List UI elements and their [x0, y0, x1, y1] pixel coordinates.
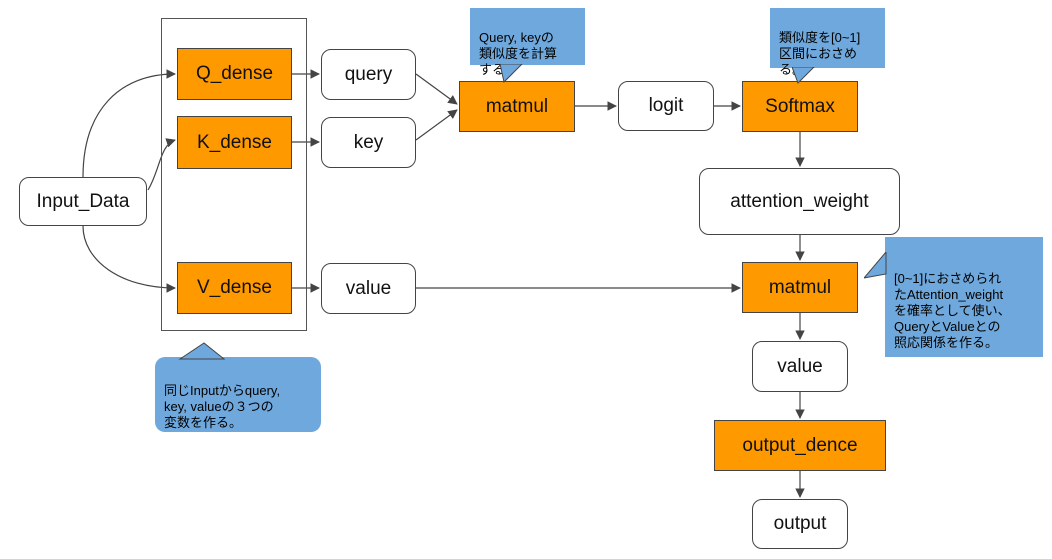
attention-weight-node: attention_weight: [699, 168, 900, 235]
dense-layer-group: [161, 18, 307, 331]
matmul-attention-node: matmul: [742, 262, 858, 313]
note-similarity-text: Query, keyの 類似度を計算 する。: [479, 30, 558, 77]
edge-input-to-q: [82, 69, 176, 178]
v-dense-node: V_dense: [177, 262, 292, 314]
note-normalize: 類似度を[0~1] 区間におさめ る。: [770, 8, 885, 77]
edge-key-to-matmul: [415, 109, 458, 141]
note-similarity-tail: [500, 64, 523, 83]
output-node: output: [752, 499, 848, 549]
edge-input-to-v: [82, 225, 176, 293]
note-split-tail: [178, 342, 226, 360]
note-attention-tail: [864, 252, 887, 279]
value-output-node: value: [752, 341, 848, 392]
note-split: 同じInputからquery, key, valueの３つの 変数を作る。: [155, 357, 321, 432]
softmax-node: Softmax: [742, 81, 858, 132]
logit-node: logit: [618, 81, 714, 131]
value-input-node: value: [321, 263, 416, 314]
query-node: query: [321, 49, 416, 100]
edge-query-to-matmul: [415, 73, 458, 105]
note-normalize-tail: [792, 67, 815, 84]
output-dence-node: output_dence: [714, 420, 886, 471]
note-attention-text: [0~1]におさめられ たAttention_weight を確率として使い、 …: [894, 271, 1011, 350]
k-dense-node: K_dense: [177, 116, 292, 169]
note-attention: [0~1]におさめられ たAttention_weight を確率として使い、 …: [885, 237, 1043, 357]
edge-input-to-k: [147, 138, 176, 191]
matmul-similarity-node: matmul: [459, 81, 575, 132]
input-data-node: Input_Data: [19, 177, 147, 226]
note-split-text: 同じInputからquery, key, valueの３つの 変数を作る。: [164, 383, 281, 430]
q-dense-node: Q_dense: [177, 48, 292, 100]
key-node: key: [321, 117, 416, 168]
note-similarity: Query, keyの 類似度を計算 する。: [470, 8, 585, 77]
